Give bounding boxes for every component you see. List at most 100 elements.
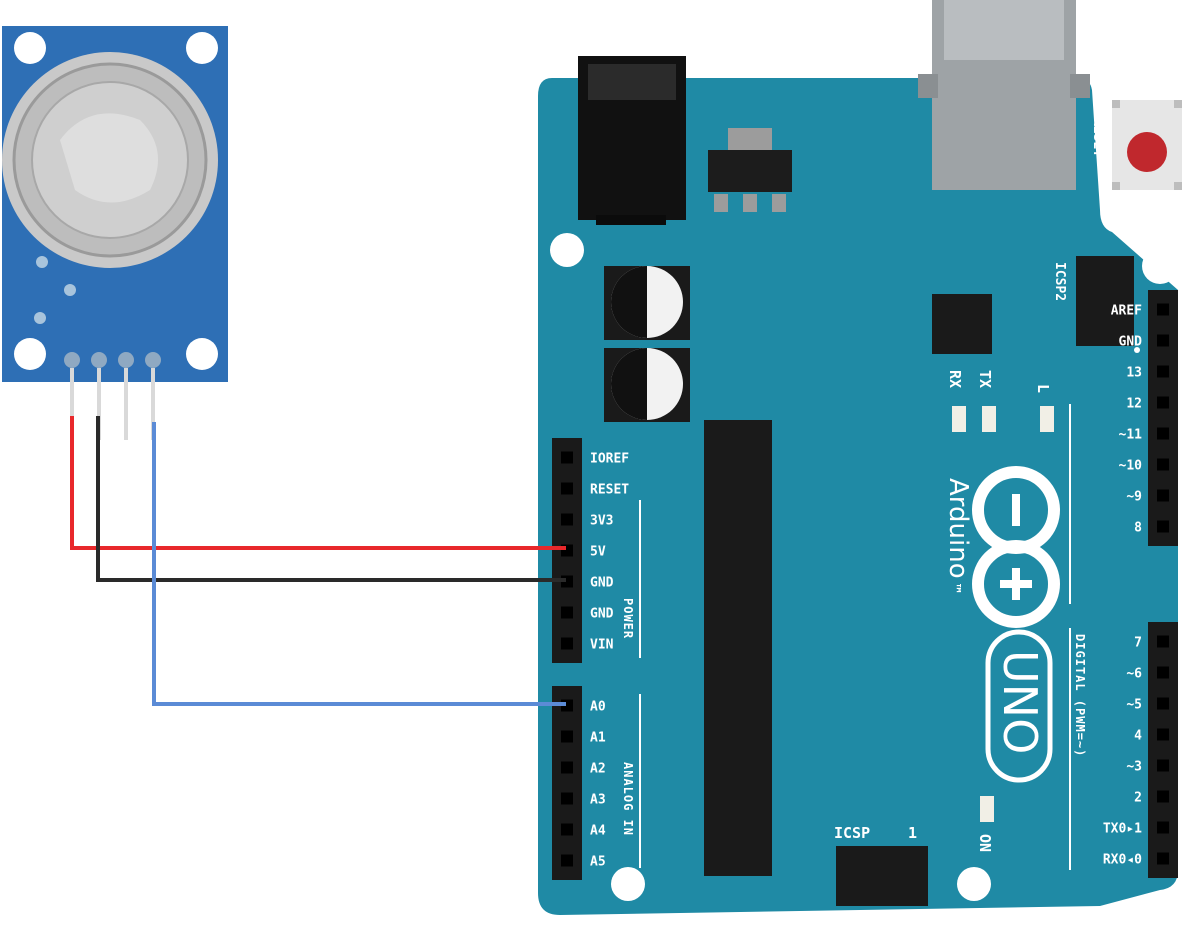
header-socket[interactable] [561, 854, 573, 867]
l-label: L [1034, 384, 1052, 393]
header-socket[interactable] [1157, 697, 1169, 710]
header-socket[interactable] [1157, 334, 1169, 347]
pin-label: A5 [590, 855, 606, 870]
gas-sensor-element [2, 52, 218, 268]
arduino-board: RESET ICSP2 ICSP 1 [538, 0, 1182, 915]
arduino-logo [972, 466, 1060, 628]
header-socket[interactable] [561, 606, 573, 619]
sensor-pad [36, 256, 48, 268]
rx-led [952, 406, 966, 432]
header-socket[interactable] [1157, 821, 1169, 834]
pin-label: 5V [590, 545, 606, 560]
pin-label: ~5 [1126, 698, 1142, 713]
header-socket[interactable] [561, 637, 573, 650]
header-socket[interactable] [561, 482, 573, 495]
digital-group-label: DIGITAL (PWM=~) [1073, 634, 1087, 757]
mounting-hole [14, 338, 46, 370]
icsp2-header [1076, 256, 1134, 346]
pin-label: GND [1119, 335, 1143, 350]
header-socket[interactable] [1157, 489, 1169, 502]
mounting-hole [14, 32, 46, 64]
pin-label: A1 [590, 731, 606, 746]
pin-label: ~3 [1126, 760, 1142, 775]
on-label: ON [976, 834, 994, 852]
header-socket[interactable] [1157, 852, 1169, 865]
header-body [1148, 290, 1178, 546]
header-socket[interactable] [561, 761, 573, 774]
pin-label: 2 [1134, 791, 1142, 806]
header-socket[interactable] [1157, 303, 1169, 316]
logo-glyphs [1000, 494, 1032, 600]
wire-a0-a0 [152, 422, 566, 706]
header-socket[interactable] [1157, 635, 1169, 648]
mounting-hole [186, 32, 218, 64]
mounting-hole [1142, 248, 1178, 284]
microcontroller-chip [704, 420, 772, 876]
dc-jack [578, 56, 686, 225]
uno-badge [985, 629, 1053, 783]
board-outline [538, 78, 1178, 915]
rx-label: RX [946, 370, 964, 388]
sensor-pin-leg [97, 368, 101, 440]
pin-label: IOREF [590, 452, 629, 467]
header-socket[interactable] [561, 730, 573, 743]
header-socket[interactable] [1157, 365, 1169, 378]
pin-label: ~10 [1119, 459, 1143, 474]
pin-label: 13 [1126, 366, 1142, 381]
wire-vcc-5v [70, 416, 566, 550]
pin-label: ~9 [1126, 490, 1142, 505]
reset-button[interactable] [1112, 100, 1182, 190]
brand-trademark: ™ [946, 584, 964, 593]
icsp-label: ICSP [834, 824, 870, 842]
voltage-regulator [708, 128, 792, 212]
brand-name: Arduino [943, 478, 973, 579]
pin-label: 3V3 [590, 514, 613, 529]
header-socket[interactable] [561, 792, 573, 805]
sensor-pin-leg [70, 368, 74, 440]
pin-label: AREF [1111, 304, 1142, 319]
sensor-pad [64, 284, 76, 296]
mounting-hole [550, 233, 584, 267]
pin-label: A0 [590, 700, 606, 715]
tx-label: TX [976, 370, 994, 388]
header-socket[interactable] [1157, 728, 1169, 741]
wires [70, 416, 566, 706]
pin-label: A2 [590, 762, 606, 777]
sensor-pin-leg [124, 368, 128, 440]
on-led [980, 796, 994, 822]
pin-label: ~11 [1119, 428, 1143, 443]
header-socket[interactable] [561, 451, 573, 464]
header-socket[interactable] [1157, 790, 1169, 803]
pin-label: VIN [590, 638, 614, 653]
sensor-pin-leg [151, 368, 155, 440]
header-socket[interactable] [561, 513, 573, 526]
header-socket[interactable] [1157, 759, 1169, 772]
mounting-hole [957, 867, 991, 901]
icsp-header [836, 846, 928, 906]
analog-group-label: ANALOG IN [621, 762, 635, 836]
pin-label: 4 [1134, 729, 1142, 744]
tx-led [982, 406, 996, 432]
header-body [552, 686, 582, 880]
wire-gnd-gnd [96, 416, 566, 582]
capacitor [604, 348, 690, 422]
header-body [1148, 622, 1178, 878]
pin-label: A3 [590, 793, 606, 808]
icsp2-label: ICSP2 [1052, 262, 1067, 301]
header-socket[interactable] [1157, 396, 1169, 409]
pin-label: A4 [590, 824, 606, 839]
header-socket[interactable] [1157, 666, 1169, 679]
pin-label: RESET [590, 483, 629, 498]
header-socket[interactable] [1157, 427, 1169, 440]
icsp-pin1-label: 1 [908, 824, 917, 842]
header-socket[interactable] [561, 823, 573, 836]
header-socket[interactable] [1157, 520, 1169, 533]
pin-label: GND [590, 607, 614, 622]
header-socket[interactable] [1157, 458, 1169, 471]
mounting-hole [186, 338, 218, 370]
